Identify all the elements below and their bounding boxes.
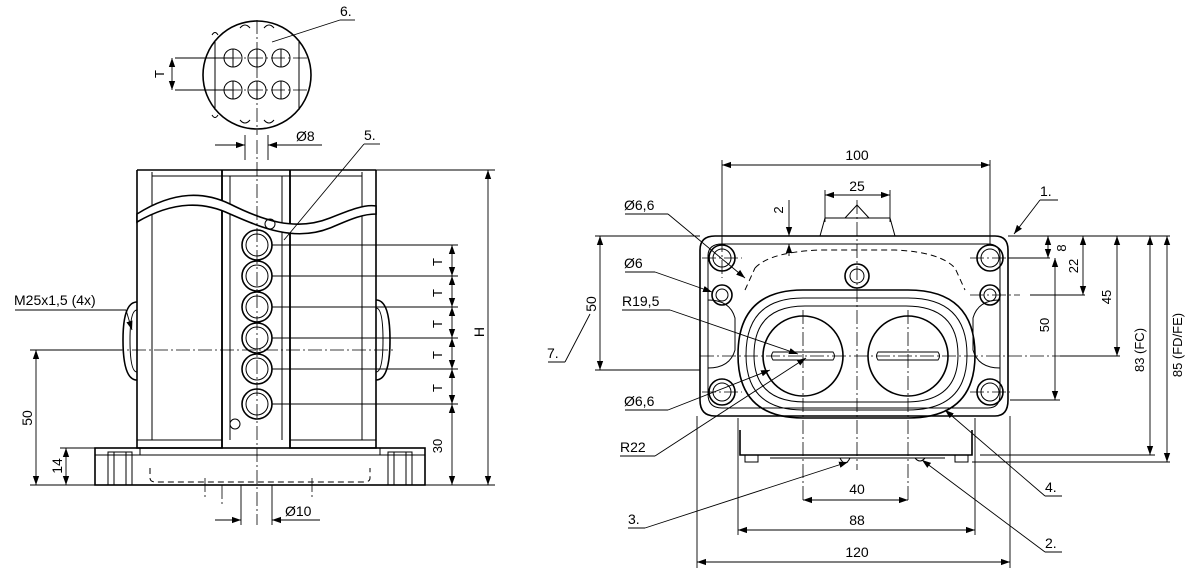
t-dimension-stack: T T T T T 30 [272,244,458,486]
dim-phi66-bottom: Ø6,6 [624,393,655,409]
dim-h: H [471,327,487,337]
dim-m25: M25x1,5 (4x) [14,292,96,308]
dim-r195: R19,5 [622,293,660,309]
dim-r22: R22 [620,439,646,455]
dim-40: 40 [849,481,865,497]
dim-phi6: Ø6 [624,255,643,271]
callout-5: 5. [364,127,376,143]
dim-85-fdfe: 85 (FD/FE) [1170,313,1185,377]
dim-50-front: 50 [583,296,599,312]
dim-50-right: 50 [1037,318,1052,332]
callout-7: 7. [547,345,559,361]
dim-25: 25 [849,178,865,194]
cable-entry-outer [737,289,976,419]
side-view: T Ø8 Ø10 T T T [14,3,495,525]
dim-t-5: T [430,384,445,392]
dim-83-fc: 83 (FC) [1132,328,1147,372]
dim-t-1: T [430,258,445,266]
dim-100: 100 [845,147,869,163]
break-line [136,194,377,235]
dim-t-4: T [430,351,445,359]
dim-phi66-top: Ø6,6 [624,197,655,213]
dim-t-detail: T [152,70,167,78]
callout-1: 1. [1040,183,1052,199]
dim-88: 88 [849,512,865,528]
dim-phi10: Ø10 [285,503,312,519]
base-plate [94,447,426,486]
dim-14: 14 [49,458,65,474]
dim-t-2: T [430,289,445,297]
dim-8: 8 [1054,244,1069,251]
callout-6: 6. [340,3,352,19]
dim-2: 2 [771,206,786,213]
dim-120: 120 [845,544,869,560]
dim-t-3: T [430,320,445,328]
callout-2: 2. [1045,535,1057,551]
front-view: 100 25 2 Ø6,6 Ø6 R19,5 50 Ø6,6 [547,147,1185,568]
dim-phi8: Ø8 [296,128,315,144]
callout-4: 4. [1045,479,1057,495]
dim-45: 45 [1099,290,1114,304]
dim-30: 30 [430,439,445,453]
callout-3: 3. [628,511,640,527]
flange-outline [699,235,1009,417]
dim-22: 22 [1066,259,1081,273]
dim-50-side: 50 [19,410,35,426]
detail-circle [202,20,312,135]
